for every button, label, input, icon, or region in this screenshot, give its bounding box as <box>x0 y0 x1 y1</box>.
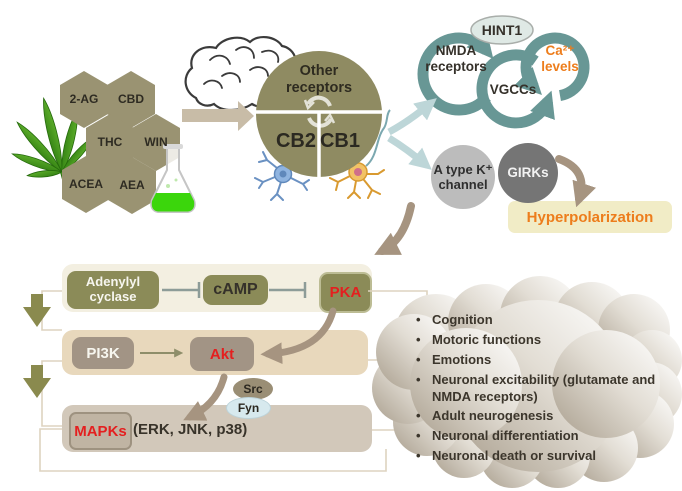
ca-levels-label: Ca²⁺ levels <box>541 43 579 74</box>
list-item: •Neuronal excitability (glutamate and NM… <box>416 371 656 404</box>
adenylyl-cyclase-box: Adenylyl cyclase <box>67 271 159 309</box>
camp-box: cAMP <box>203 275 268 305</box>
bullet-icon: • <box>416 371 421 387</box>
hexagon-2-ag-label: 2-AG <box>69 92 99 106</box>
bullet-icon: • <box>416 331 421 347</box>
bullet-icon: • <box>416 448 421 464</box>
pka-box: PKA <box>319 272 372 313</box>
hyperpolarization-box: Hyperpolarization <box>508 201 672 233</box>
bullet-icon: • <box>416 351 421 367</box>
bullet-icon: • <box>416 428 421 444</box>
src-ellipse: Src <box>233 378 273 400</box>
hexagon-aea-label: AEA <box>119 178 145 192</box>
nmda-receptors-label: NMDA receptors <box>425 43 487 74</box>
hexagon-win-label: WIN <box>144 135 168 149</box>
list-item: •Neuronal death or survival <box>416 448 596 464</box>
girks-label: GIRKs <box>507 165 549 180</box>
list-item: •Adult neurogenesis <box>416 408 554 424</box>
vgccs-label: VGCCs <box>489 82 537 97</box>
other-receptors-label: Other receptors <box>285 63 353 96</box>
list-item: •Emotions <box>416 351 492 367</box>
bullet-icon: • <box>416 408 421 424</box>
outcomes-list: •Cognition •Motoric functions •Emotions … <box>416 312 672 468</box>
list-item: •Motoric functions <box>416 331 542 347</box>
list-item: •Neuronal differentiation <box>416 428 579 444</box>
hexagon-thc-label: THC <box>97 135 123 149</box>
hexagon-acea-label: ACEA <box>68 177 104 191</box>
bullet-icon: • <box>416 312 421 327</box>
pi3k-box: PI3K <box>72 337 134 369</box>
akt-box: Akt <box>190 337 254 371</box>
list-item: •Cognition <box>416 312 493 327</box>
a-type-channel-label: A type K⁺ channel <box>433 162 493 192</box>
mapk-members-label: (ERK, JNK, p38) <box>133 421 248 438</box>
hexagon-cbd-label: CBD <box>118 92 144 106</box>
fyn-ellipse: Fyn <box>226 397 271 419</box>
cb2-label: CB2 <box>275 130 317 152</box>
hint1-label: HINT1 <box>481 22 523 38</box>
cb1-label: CB1 <box>319 130 361 152</box>
